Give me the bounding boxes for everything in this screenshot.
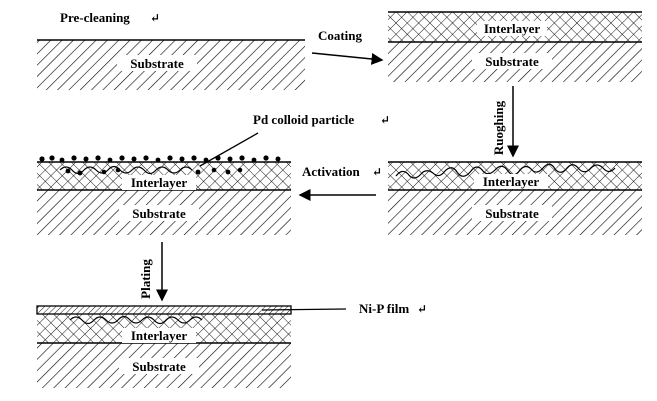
- interlayer-label-bg: [477, 21, 547, 36]
- return-mark: ↵: [372, 165, 382, 179]
- substrate-label: Substrate: [132, 206, 186, 221]
- interlayer-label: Interlayer: [484, 21, 541, 36]
- step-label-activation: Activation: [302, 164, 361, 179]
- return-mark: ↵: [417, 302, 427, 316]
- step-label-coating: Coating: [318, 28, 363, 43]
- substrate-label-bg: [472, 53, 552, 69]
- interlayer-label: Interlayer: [131, 175, 188, 190]
- panel-roughing: Interlayer Substrate: [388, 161, 642, 235]
- substrate-label-bg: [119, 205, 199, 221]
- coating-arrow-line: [311, 52, 384, 65]
- substrate-label: Substrate: [485, 54, 539, 69]
- interlayer-label: Interlayer: [131, 328, 188, 343]
- arrow-roughing: Ruoghing: [491, 86, 519, 158]
- pd-colloid-label: Pd colloid particle: [253, 112, 354, 127]
- substrate-label-bg: [117, 55, 197, 71]
- arrow-activation: Activation ↵: [298, 164, 382, 201]
- roughened-surface: [395, 163, 616, 179]
- arrow-plating: Plating: [138, 242, 168, 302]
- panel-plating: Interlayer Substrate Ni-P film ↵: [36, 301, 427, 388]
- substrate-label: Substrate: [130, 56, 184, 71]
- pd-colloid-pointer: [199, 132, 259, 167]
- substrate-label-bg: [472, 205, 552, 221]
- interlayer-label-bg: [122, 328, 196, 343]
- substrate-label: Substrate: [485, 206, 539, 221]
- interlayer-label-bg: [122, 175, 196, 190]
- return-mark: ↵: [380, 113, 390, 127]
- panel-pre-cleaning: Pre-cleaning ↵ Substrate: [37, 10, 305, 90]
- interlayer-label: Interlayer: [483, 174, 540, 189]
- step-label-plating: Plating: [138, 259, 153, 299]
- nip-film-layer: [37, 306, 291, 314]
- nip-film-label: Ni-P film: [359, 301, 409, 316]
- panel-activation: Pd colloid particle ↵ Interlayer Substra…: [37, 112, 390, 235]
- interlayer-label-bg: [474, 174, 548, 189]
- arrow-coating: Coating: [311, 28, 384, 65]
- nip-film-pointer: [261, 308, 347, 311]
- step-label-pre-cleaning: Pre-cleaning: [60, 10, 130, 25]
- pd-particles: [39, 155, 281, 176]
- substrate-label: Substrate: [132, 359, 186, 374]
- panel-coating: Interlayer Substrate: [388, 11, 642, 82]
- return-mark: ↵: [150, 11, 160, 25]
- film-interface: [69, 315, 203, 325]
- roughened-surface: [59, 165, 193, 175]
- step-label-roughing: Ruoghing: [491, 100, 506, 155]
- substrate-label-bg: [119, 358, 199, 374]
